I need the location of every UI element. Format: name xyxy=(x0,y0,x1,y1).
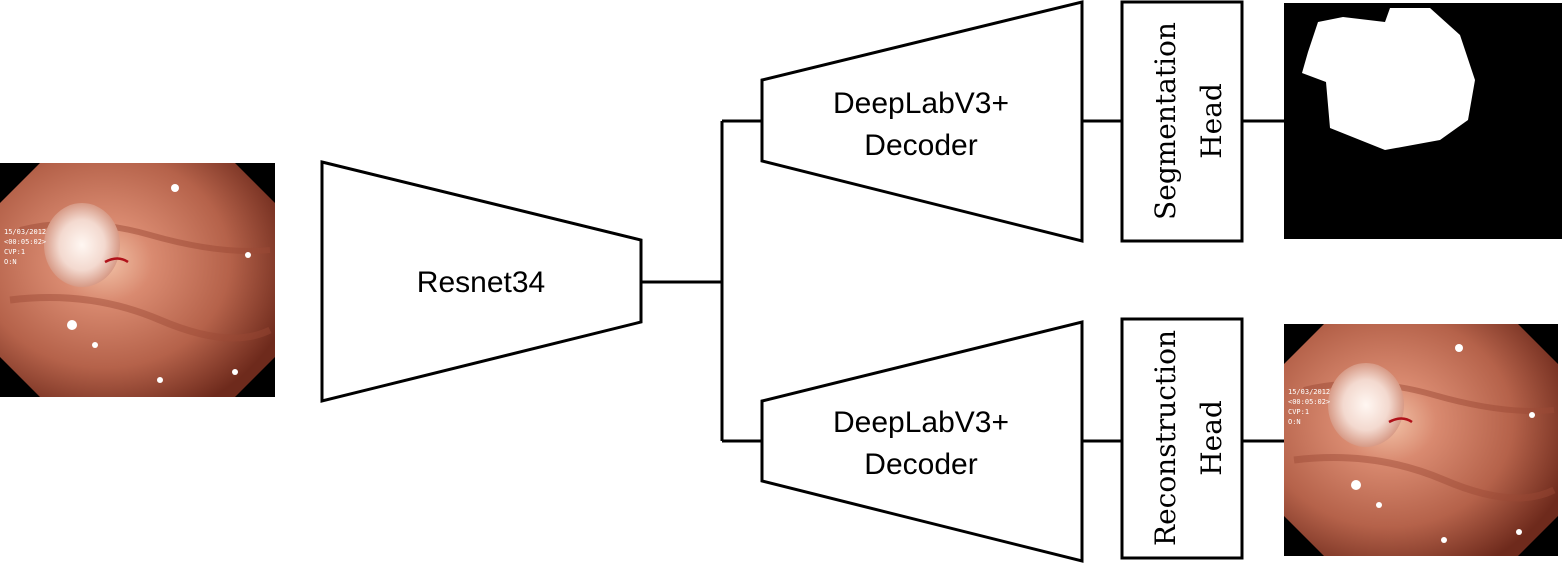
decoder-top-label-line2: Decoder xyxy=(864,129,977,162)
connectors xyxy=(641,119,1284,443)
reconstruction-overlay-cvp: CVP:1 xyxy=(1288,408,1309,416)
reconstruction-timestamp-overlay: 15/03/2012 <00:05:02> CVP:1 O:N xyxy=(1288,388,1330,426)
reconstruction-overlay-time: <00:05:02> xyxy=(1288,398,1330,406)
decoder-bottom-label-line2: Decoder xyxy=(864,448,977,481)
input-image: 15/03/2012 <00:05:02> CVP:1 O:N xyxy=(0,163,275,397)
reconstruction-output-image: 15/03/2012 <00:05:02> CVP:1 O:N xyxy=(1284,324,1558,556)
decoder-bottom-label-line1: DeepLabV3+ xyxy=(833,406,1009,439)
reconstruction-overlay-code: O:N xyxy=(1288,418,1301,426)
timestamp-overlay: 15/03/2012 <00:05:02> CVP:1 O:N xyxy=(4,228,46,266)
reconstruction-head-block: Reconstruction Head xyxy=(1120,317,1244,560)
reconstruction-overlay-date: 15/03/2012 xyxy=(1288,388,1330,396)
reconstruction-head-label-line1: Reconstruction xyxy=(1149,330,1182,546)
overlay-time: <00:05:02> xyxy=(4,238,46,246)
reconstruction-head-label-line2: Head xyxy=(1195,400,1228,476)
segmentation-head-label-line1: Segmentation xyxy=(1149,22,1182,220)
overlay-code: O:N xyxy=(4,258,17,266)
overlay-cvp: CVP:1 xyxy=(4,248,25,256)
encoder-block: Resnet34 xyxy=(320,160,643,403)
segmentation-mask-output xyxy=(1284,3,1562,239)
decoder-top-label-line1: DeepLabV3+ xyxy=(833,87,1009,120)
encoder-label: Resnet34 xyxy=(417,266,545,299)
decoder-top-block: DeepLabV3+ Decoder xyxy=(760,0,1084,243)
decoder-bottom-block: DeepLabV3+ Decoder xyxy=(760,320,1084,563)
segmentation-head-block: Segmentation Head xyxy=(1120,0,1244,243)
overlay-date: 15/03/2012 xyxy=(4,228,46,236)
segmentation-head-label-line2: Head xyxy=(1195,83,1228,159)
